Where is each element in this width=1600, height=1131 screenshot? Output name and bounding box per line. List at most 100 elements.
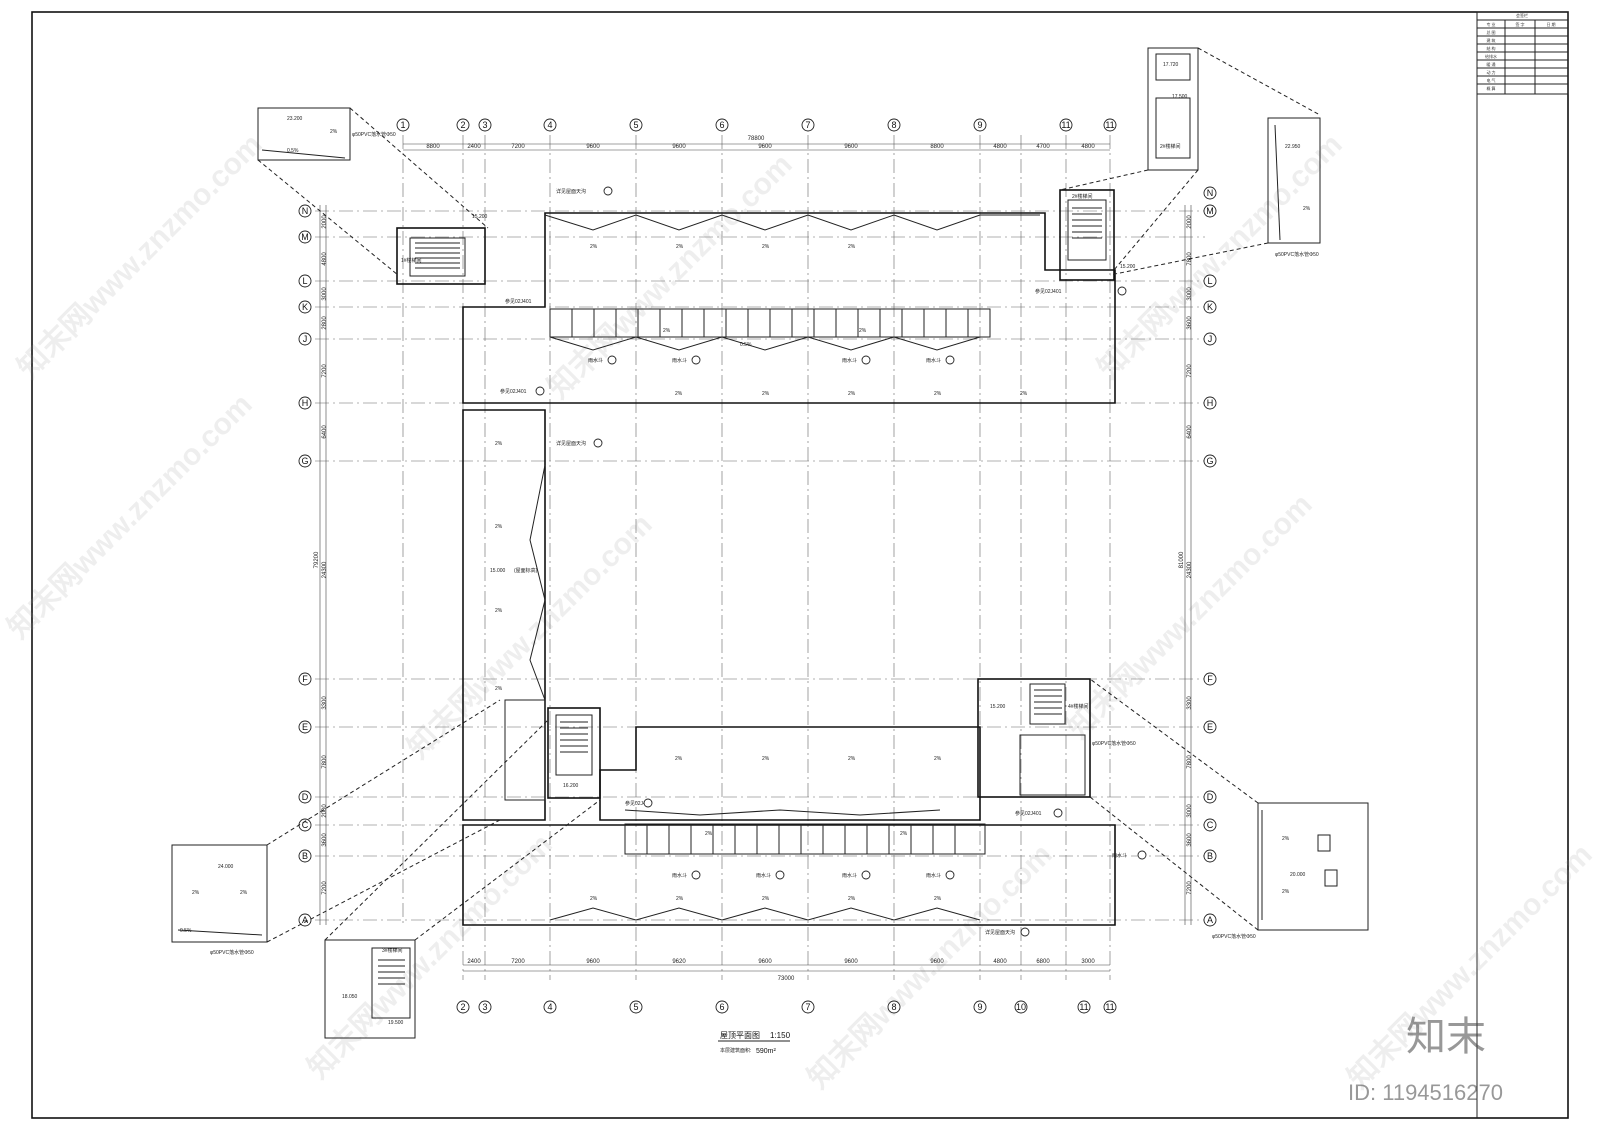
dim-text: 2000 xyxy=(1187,215,1193,229)
elevation-label: 16.200 xyxy=(563,783,579,789)
dim-text: 7200 xyxy=(511,959,525,965)
axis-label: E xyxy=(1207,722,1213,732)
axis-label: 9 xyxy=(977,1002,982,1012)
axis-label: 8 xyxy=(891,1002,896,1012)
drawing-title: 屋顶平面图 xyxy=(720,1031,760,1040)
callout-text: 参见02J401 xyxy=(625,800,652,807)
elevation-label: 20.000 xyxy=(1290,872,1306,878)
axis-label: H xyxy=(1207,398,1214,408)
axis-label: A xyxy=(1207,915,1213,925)
elevation-label: 24.000 xyxy=(218,864,234,870)
dim-text: 9600 xyxy=(586,959,600,965)
dim-text: 9600 xyxy=(844,959,858,965)
axis-label: N xyxy=(302,206,309,216)
dim-text: 7200 xyxy=(322,364,328,378)
slope-label: 2% xyxy=(675,756,683,762)
slope-label: 2% xyxy=(848,391,856,397)
sign-off-row: 建 筑 xyxy=(1486,37,1495,43)
axis-label: J xyxy=(1208,334,1213,344)
elevation-label: 15.200 xyxy=(990,704,1006,710)
sign-off-col: 日 期 xyxy=(1546,21,1555,27)
watermark-text: 知末网www.znzmo.com xyxy=(2,388,259,645)
slope-label: 2% xyxy=(590,896,598,902)
sign-off-row: 总 图 xyxy=(1486,29,1495,35)
axis-label: 9 xyxy=(977,120,982,130)
dim-text: 2400 xyxy=(467,959,481,965)
row-axis-left: A B C D E F G H J K L M N xyxy=(298,204,312,927)
stair-label: 2#楼梯间 xyxy=(1160,143,1181,150)
slope-label: 2% xyxy=(859,328,867,334)
slope-label: 2% xyxy=(934,756,942,762)
slope-label: 0.5% xyxy=(180,928,192,934)
dim-text: 9600 xyxy=(672,144,686,150)
column-axis-top: 1 2 3 4 5 6 7 8 9 11 11 xyxy=(396,118,1117,132)
slope-label: 2% xyxy=(762,756,770,762)
axis-label: 1 xyxy=(400,120,405,130)
axis-label: L xyxy=(1207,276,1212,286)
slope-label: 2% xyxy=(495,686,503,692)
pipe-label: φ50PVC落水管Φ50 xyxy=(1275,251,1319,258)
stair-4-plan: 4#楼梯间 15.200 φ50PVC落水管Φ50 xyxy=(977,678,1136,798)
axis-label: 5 xyxy=(633,120,638,130)
callout-text: 参见02J401 xyxy=(505,298,532,305)
dim-text: 4700 xyxy=(1036,144,1050,150)
sign-off-header: 会签栏 xyxy=(1516,12,1528,18)
inset-bottom-right: 2% 2% 20.000 φ50PVC落水管Φ50 xyxy=(1089,678,1369,940)
slope-label: 2% xyxy=(705,831,713,837)
west-wing-elevation: 15.000 (屋面标高) xyxy=(490,567,546,801)
watermark-text: 知末网www.znzmo.com xyxy=(542,148,799,405)
horizontal-grid-lines xyxy=(315,210,1205,921)
dim-text: 7200 xyxy=(1187,881,1193,895)
axis-label: D xyxy=(302,792,309,802)
axis-label: B xyxy=(1207,851,1213,861)
watermark-text: 知末网www.znzmo.com xyxy=(402,508,659,765)
slope-label: 2% xyxy=(676,896,684,902)
dim-text: 6400 xyxy=(322,425,328,439)
dim-total-right: 81000 xyxy=(1179,551,1185,568)
inset-bottom-stair: 3#楼梯间 18.050 19.500 xyxy=(324,719,601,1039)
callout-text: 参见02J401 xyxy=(1035,288,1062,295)
callout-text: 雨水斗 xyxy=(842,872,857,879)
axis-label: 6 xyxy=(719,120,724,130)
axis-label: 2 xyxy=(460,1002,465,1012)
axis-label: J xyxy=(303,334,308,344)
column-axis-bottom: 2 3 4 5 6 7 8 9 10 11 11 xyxy=(456,1000,1117,1014)
elevation-label: 22.950 xyxy=(1285,144,1301,150)
slope-label: 2% xyxy=(848,244,856,250)
slope-label: 2% xyxy=(848,896,856,902)
axis-label: F xyxy=(302,674,308,684)
axis-label: G xyxy=(1206,456,1213,466)
elevation-label: 17.500 xyxy=(1172,94,1188,100)
axis-label: 7 xyxy=(805,1002,810,1012)
image-id-watermark: ID: 1194516270 xyxy=(1348,1080,1503,1105)
callout-text: 雨水斗 xyxy=(926,872,941,879)
dim-text: 24300 xyxy=(1187,561,1193,578)
elevation-label: 15.200 xyxy=(472,214,488,220)
dim-text: 4800 xyxy=(1081,144,1095,150)
axis-label: K xyxy=(1207,302,1213,312)
dim-text: 7800 xyxy=(322,755,328,769)
slope-label: 2% xyxy=(495,524,503,530)
drawing-scale: 1:150 xyxy=(770,1031,791,1040)
dim-text: 3000 xyxy=(1187,287,1193,301)
stair-1-plan: 1#楼梯间 15.200 xyxy=(396,214,488,285)
dim-text: 3600 xyxy=(1187,833,1193,847)
axis-label: C xyxy=(1207,820,1214,830)
slope-label: 2% xyxy=(330,129,338,135)
dim-total-left: 79200 xyxy=(314,551,320,568)
slope-label: 2% xyxy=(848,756,856,762)
axis-label: D xyxy=(1207,792,1214,802)
sign-off-col: 专 业 xyxy=(1486,21,1495,27)
brand-watermark: 知末 xyxy=(1406,1015,1486,1059)
callout-text: 雨水斗 xyxy=(672,357,687,364)
axis-label: F xyxy=(1207,674,1213,684)
dim-text: 3000 xyxy=(1081,959,1095,965)
callout-text: 雨水斗 xyxy=(672,872,687,879)
row-axis-right: A B C D E F G H J K L M N xyxy=(1203,186,1217,927)
dimension-lines xyxy=(319,143,1192,972)
axis-label: N xyxy=(1207,188,1214,198)
axis-label: 5 xyxy=(633,1002,638,1012)
drawing-title-block: 屋顶平面图 1:150 本层建筑面积: 590m² xyxy=(718,1031,791,1055)
axis-label: 4 xyxy=(547,1002,552,1012)
